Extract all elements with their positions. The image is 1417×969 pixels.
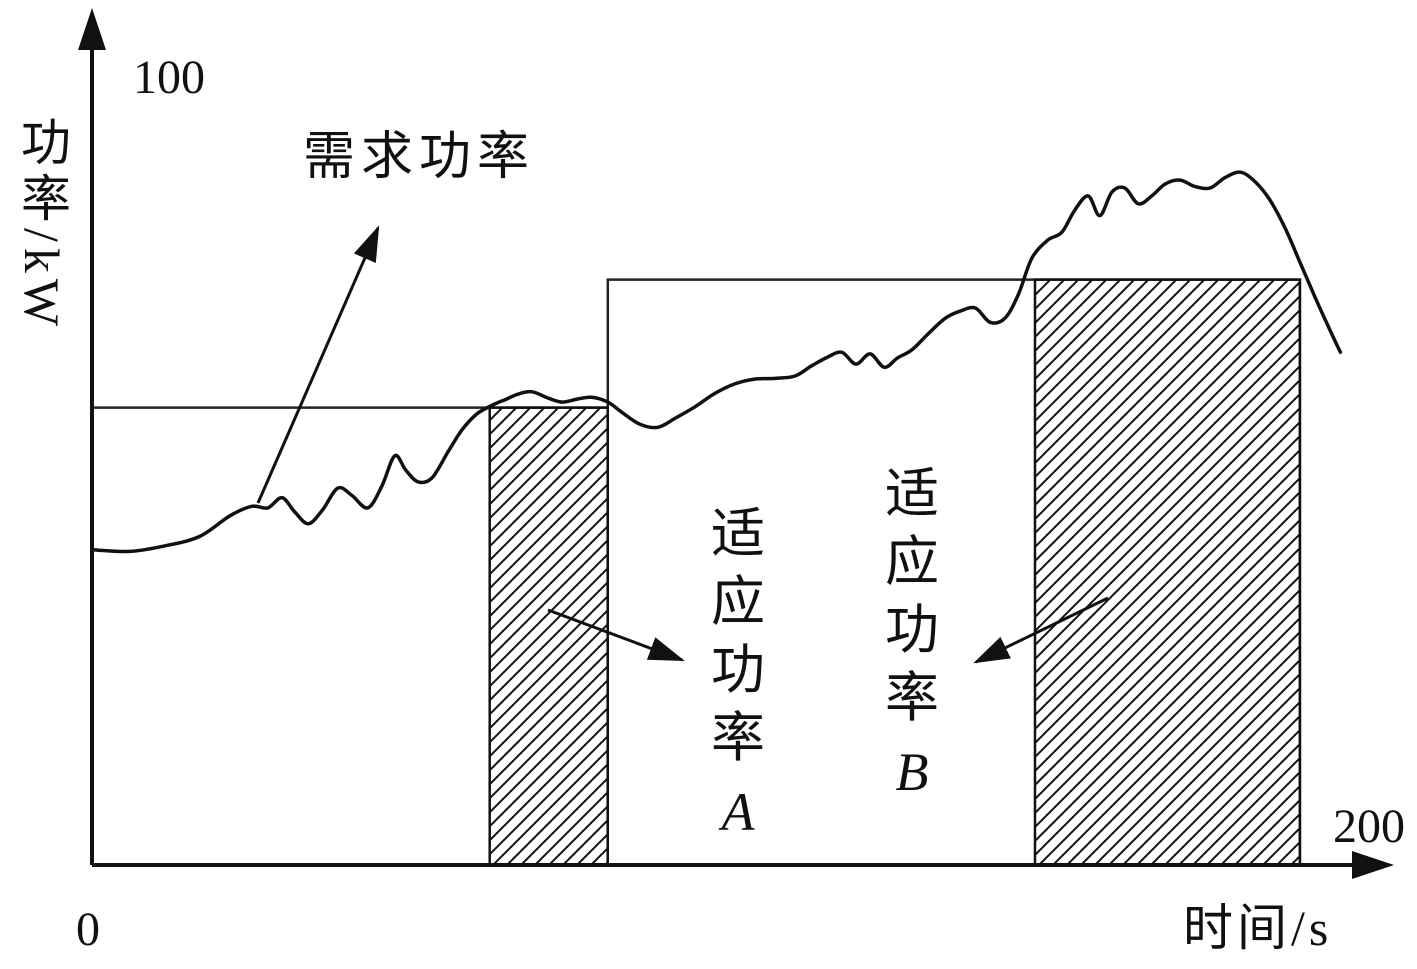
demand-power-curve xyxy=(90,170,1343,554)
adaptive-a-arrow xyxy=(547,608,685,662)
adaptive-power-a-letter: A xyxy=(721,782,755,843)
x-axis-label: 时间/s xyxy=(1183,900,1332,956)
adaptive-power-b-label: 适应功率 B xyxy=(880,460,944,806)
origin-tick: 0 xyxy=(76,903,100,956)
adaptive-power-b-text: 适应功率 xyxy=(885,464,939,729)
adaptive-b-arrow xyxy=(973,596,1109,664)
adaptive-power-a-label: 适应功率 A xyxy=(706,500,770,846)
demand-power-label: 需求功率 xyxy=(303,129,535,186)
x-axis-arrow-icon xyxy=(1352,851,1394,879)
adaptive-power-b-block xyxy=(1033,278,1302,867)
demand-label-arrow xyxy=(256,225,380,504)
adaptive-power-b-letter: B xyxy=(895,742,929,803)
x-max-tick: 200 xyxy=(1333,800,1405,853)
y-axis-label: 功率/kW xyxy=(14,116,70,333)
y-max-tick: 100 xyxy=(133,51,205,104)
adaptive-power-a-block xyxy=(488,406,609,867)
y-axis-arrow-icon xyxy=(78,8,106,50)
adaptive-power-a-text: 适应功率 xyxy=(711,504,765,769)
